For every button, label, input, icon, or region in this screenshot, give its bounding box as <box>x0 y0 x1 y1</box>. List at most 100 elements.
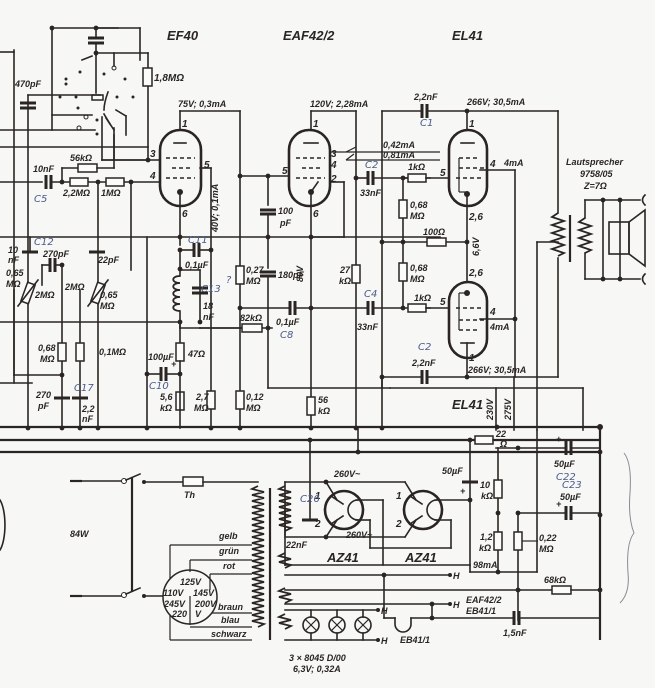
az41-b-pin-1: 1 <box>396 491 402 502</box>
heater-tap-h-3: H <box>381 606 388 616</box>
el41-top-anode-operating-point: 266V; 30,5mA <box>466 97 525 107</box>
speaker-model: 9758/05 <box>580 169 614 179</box>
r-0-22m-value: 0,22 <box>539 533 557 543</box>
heater-tap-h-2: H <box>453 600 460 610</box>
el41-top-screen-current: 4mA <box>503 158 524 168</box>
r-5-6k-label-unit: kΩ <box>160 403 172 413</box>
r-0-65m-right-value: 0,65 <box>100 290 119 300</box>
speaker-terminal-bottom <box>641 272 647 286</box>
az41-a-label: AZ41 <box>326 550 359 565</box>
el41-top-pin-2-6: 2,6 <box>468 212 483 223</box>
mark-c1: C1 <box>420 118 433 129</box>
selector-220: 220 <box>171 609 187 619</box>
pencil-brace-mark <box>619 452 635 604</box>
rectifier-heater-winding <box>276 552 294 569</box>
heater-tap-h-4: H <box>381 636 388 646</box>
el41-bottom-tube-label: EL41 <box>452 397 483 412</box>
eaf42-pin-3: 3 <box>331 149 337 160</box>
speaker-title: Lautsprecher <box>566 157 624 167</box>
ef40-pin-4: 4 <box>149 171 156 182</box>
mark-c23: C23 <box>562 480 582 491</box>
c-270pf-bottom-unit: pF <box>37 401 49 411</box>
mains-power-label: 84W <box>70 529 90 539</box>
r-1k-top-label: 1kΩ <box>408 162 425 172</box>
lamp-heater-winding <box>276 613 294 630</box>
r-22-unit: Ω <box>499 439 507 449</box>
el41-bottom-pin-5: 5 <box>440 297 446 308</box>
r-0-68m-bottom-unit: MΩ <box>410 274 425 284</box>
c-1-5nf-label: 1,5nF <box>503 628 527 638</box>
r-0-68m-left-unit: MΩ <box>40 354 55 364</box>
r-68k-label: 68kΩ <box>544 575 566 585</box>
az41-a-pin-2: 2 <box>314 519 321 530</box>
wire-color-rot: rot <box>223 561 236 571</box>
r-10k-unit: kΩ <box>481 491 493 501</box>
dial-lamp-edge <box>0 498 6 552</box>
mark-c13: C13 <box>201 284 221 295</box>
eaf42-stage: EAF42/2 120V; 2,28mA 1 3 4 5 2 6 100 pF … <box>199 28 440 431</box>
rectifier-ac-a-label: 260V~ <box>333 469 361 479</box>
c-0-1uf-coupling-label: 0,1µF <box>276 317 300 327</box>
c-2-2nf-top-label: 2,2nF <box>413 92 438 102</box>
c-180pf-label: 180pF <box>278 270 305 280</box>
eaf42-pin-2: 2 <box>330 174 337 185</box>
r-2-2m-label: 2,2MΩ <box>62 188 90 198</box>
ef40-screen-operating-point: 40V; 0,1mA <box>210 184 220 233</box>
r-0-68m-left-value: 0,68 <box>38 343 56 353</box>
el41-top-pin-1: 1 <box>469 119 475 130</box>
wire-color-braun: braun <box>218 602 244 612</box>
output-transformer-primary <box>549 212 567 257</box>
el41-cathode-voltage: 6,6V <box>471 236 481 256</box>
eaf42-pin-5: 5 <box>282 166 288 177</box>
c-50uf-a-label: 50µF <box>554 459 575 469</box>
eb41-label: EB41/1 <box>400 635 430 645</box>
mark-c11: C11 <box>188 235 208 246</box>
c-10nf-input-label: 10nF <box>33 164 55 174</box>
r-0-68m-top-value: 0,68 <box>410 200 428 210</box>
c-50uf-c-polarity: + <box>460 486 466 496</box>
eaf42-pin-4: 4 <box>330 160 337 171</box>
heater-circuit: H H EAF42/2 EB41/1 EB41/1 <box>284 571 521 674</box>
eb41-diode <box>394 617 412 633</box>
c-2-2nf-left-unit: nF <box>82 414 93 424</box>
c-2-2nf-bottom-label: 2,2nF <box>411 358 436 368</box>
c-100uf-polarity: + <box>171 359 177 369</box>
mains-section: 84W Th gelb grün rot braun blau schwarz … <box>0 472 294 641</box>
r-100-label: 100Ω <box>423 227 445 237</box>
ef40-anode-operating-point: 75V; 0,3mA <box>178 99 226 109</box>
selector-125v: 125V <box>180 577 202 587</box>
r-1k-bottom-label: 1kΩ <box>414 293 431 303</box>
r-5-6k-label-value: 5,6 <box>160 392 174 402</box>
ef40-pin-6: 6 <box>182 209 188 220</box>
c-50uf-b-polarity: + <box>556 499 562 509</box>
r-27k-value: 27 <box>339 265 351 275</box>
r-82k-label: 82kΩ <box>240 313 262 323</box>
ef40-stage: EF40 75V; 0,3mA 1 3 4 5 6 10nF C5 <box>0 28 441 429</box>
dial-lamps <box>302 609 372 641</box>
c-50uf-a-polarity: + <box>556 434 562 444</box>
mark-c22: C22 <box>556 472 576 483</box>
selector-145v: 145V <box>193 588 215 598</box>
mark-c2-bottom: C2 <box>418 342 431 353</box>
supply-current-label: 98mA <box>473 560 498 570</box>
mark-c5: C5 <box>34 194 47 205</box>
c-50uf-b-label: 50µF <box>560 492 581 502</box>
selector-220-unit: V <box>195 609 202 619</box>
rail-275v-label: 275V <box>503 398 513 421</box>
r-0-65m-left-value: 0,65 <box>6 268 25 278</box>
c-0-1uf-screen-label: 0,1µF <box>185 260 209 270</box>
c-22nf-label: 22nF <box>285 540 308 550</box>
fuse-label: Th <box>184 490 195 500</box>
el41-top-pin-5: 5 <box>440 168 446 179</box>
c-100pf-unit: pF <box>279 218 291 228</box>
speaker-terminal-top <box>641 193 647 207</box>
rectifier-section: 260V~ 1 2 260V~ 1 2 AZ41 AZ41 50µF <box>284 427 478 573</box>
ef40-pin-5: 5 <box>204 160 210 171</box>
r-27k-unit: kΩ <box>339 276 351 286</box>
az41-a-pin-1: 1 <box>315 491 321 502</box>
output-transformer-secondary <box>576 217 594 254</box>
r-0-12m-unit: MΩ <box>246 403 261 413</box>
heater-group-eaf42: EAF42/2 <box>466 595 502 605</box>
ef40-pin-3: 3 <box>150 149 156 160</box>
wave-switch-contacts <box>58 70 135 136</box>
